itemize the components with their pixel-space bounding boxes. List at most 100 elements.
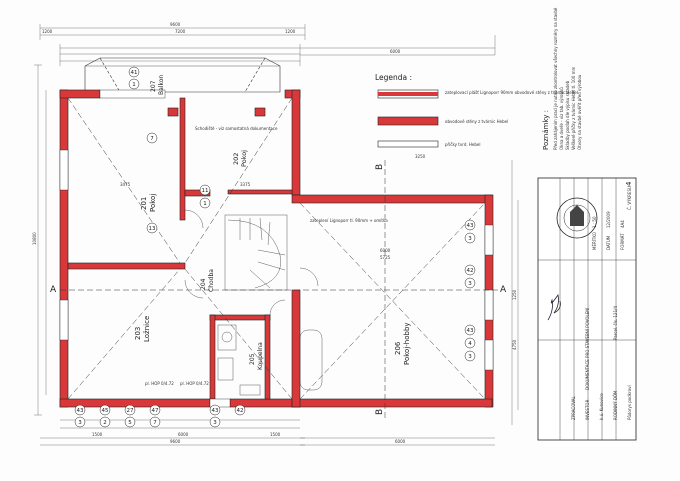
marker-bubble [128, 78, 140, 90]
marker-bubble [234, 404, 246, 416]
dim-right-bottom: 6000 [395, 439, 406, 444]
note-line: Veškeré příčky z tvárnic Hebel tl. 100 m… [571, 66, 576, 150]
top-dimension-lines [39, 24, 496, 66]
dim-hobby-w2: 5725 [380, 255, 391, 260]
room-labels: 201 Pokoj 202 Pokoj 203 Ložnice 204 Chod… [134, 75, 411, 370]
section-mark-b-bottom: B [375, 409, 385, 415]
bubble-label: 13 [149, 226, 156, 232]
stamp-format: 4A4 [620, 220, 625, 228]
bubble-label: 42 [237, 408, 244, 414]
left-dimension-lines [34, 64, 47, 416]
marker-bubble [199, 184, 211, 196]
stamp-project: RODINNÝ DŮM [613, 390, 618, 420]
stamp-stage: DOKUMENTACE PRO STAVEBNÍ POVOLENÍ [585, 307, 590, 390]
room-203-num: 203 [134, 327, 142, 340]
stamp-designer-label: ZPRACOVAL [571, 395, 576, 420]
room-202-name: Pokoj [240, 150, 248, 167]
dim-hobby-w: 6000 [380, 248, 391, 253]
bubble-labels: 41 1 7 11 1 13 43 3 42 3 43 4 3 43 3 45 … [77, 70, 474, 426]
dim-depth-2: 1250 [512, 289, 517, 300]
room-204-num: 204 [200, 278, 207, 290]
bottom-dimension-lines [40, 419, 495, 446]
room-203-name: Ložnice [143, 316, 151, 342]
legend-title: Legenda : [375, 73, 412, 82]
room-202-num: 202 [232, 153, 240, 165]
dim-bottom-total: 9600 [170, 439, 181, 444]
bubble-label: 43 [467, 223, 474, 229]
bubble-label: 7 [153, 420, 157, 426]
bubble-label: 41 [131, 70, 138, 76]
door-swings [184, 209, 319, 316]
notes-block: Poznámky : Před zahájením prací je nutné… [542, 7, 582, 150]
marker-bubble [99, 416, 111, 428]
dim-left-height: 10800 [32, 232, 37, 245]
stamp-investor-label: INVESTOR [585, 399, 590, 420]
room-201-name: Pokoj [149, 194, 157, 212]
note-line: Před zahájením prací je nutné zkontrolov… [553, 7, 558, 150]
bubble-label: 43 [467, 328, 474, 334]
dim-hobby-side: 3250 [415, 154, 426, 159]
marker-bubble [464, 337, 476, 349]
bubble-markers [74, 66, 476, 428]
bathroom-fixtures [217, 324, 323, 396]
title-block: Půdorys podkroví RODINNÝ DŮM Parcel. čís… [537, 177, 637, 441]
dim-top-total: 9600 [170, 22, 181, 27]
marker-bubble [149, 404, 161, 416]
legend-swatch-partition [377, 140, 439, 148]
bubble-label: 2 [103, 420, 107, 426]
bubble-label: 3 [78, 420, 82, 426]
dim-depth-1: 4750 [512, 339, 517, 350]
room-207-name: Balkon [158, 75, 165, 95]
bubble-label: 3 [468, 354, 472, 360]
room-201-num: 201 [140, 197, 148, 210]
note-line: Otvory na stavbě ověřit před výrobou [577, 74, 582, 150]
legend-item-insulated: zateplovací plášť Lignoporr 90mm obvodov… [445, 90, 578, 95]
engineer-seal [556, 197, 598, 239]
marker-bubble [464, 264, 476, 276]
level-mark-1: pl. HOP 0/4.72 [145, 381, 174, 386]
dim-top-a: 1200 [42, 29, 53, 34]
notes-title: Poznámky : [542, 110, 550, 150]
marker-bubble [146, 222, 158, 234]
section-mark-b-top: B [375, 164, 385, 170]
stamp-scale: 1 : 50 [592, 216, 597, 228]
bubble-label: 11 [202, 188, 209, 194]
marker-bubble [464, 350, 476, 362]
marker-bubble [128, 66, 140, 78]
stamp-parcel: Parcel. čís. 121/4 [613, 306, 618, 340]
insulation-note: zateplení Lignoporr tl. 90mm + omítka [310, 218, 388, 223]
level-mark-2: pl. HOP 0/4.72 [180, 381, 209, 386]
bubble-label: 1 [132, 82, 136, 88]
dim-bottom-c: 1500 [270, 432, 281, 437]
balcony [84, 57, 281, 93]
marker-bubble [464, 232, 476, 244]
note-line: Okna a dveře - viz tab. výrobků [559, 87, 564, 150]
note-line: Skladby podlah dle výpisu skladeb [565, 80, 570, 150]
room-206-num: 206 [394, 341, 402, 355]
bubble-label: 47 [152, 408, 159, 414]
marker-bubble [124, 404, 136, 416]
section-mark-a-right: A [500, 285, 507, 295]
bubble-label: 42 [467, 268, 474, 274]
marker-bubble [464, 324, 476, 336]
bubble-label: 7 [150, 136, 154, 142]
legend: Legenda : zateplovací plášť Lignoporr 90… [375, 73, 578, 148]
legend-swatch-exterior [377, 116, 439, 126]
dim-mid-left: 3475 [120, 182, 131, 187]
stamp-scale-label: MĚŘÍTKO [592, 232, 597, 250]
exterior-walls [59, 89, 494, 408]
marker-bubble [209, 404, 221, 416]
bubble-label: 45 [102, 408, 109, 414]
bubble-label: 43 [77, 408, 84, 414]
marker-bubble [149, 416, 161, 428]
stairs-note: Schodiště - viz samostatná dokumentace [195, 126, 278, 131]
stamp-sheet: 4 [625, 181, 633, 186]
marker-bubble [124, 416, 136, 428]
bubble-label: 3 [213, 420, 217, 426]
dim-top-c: 1200 [285, 29, 296, 34]
bubble-label: 27 [127, 408, 134, 414]
legend-item-partition: příčky tvrd. Hebel [445, 142, 480, 147]
stamp-format-label: FORMÁT [620, 233, 625, 250]
